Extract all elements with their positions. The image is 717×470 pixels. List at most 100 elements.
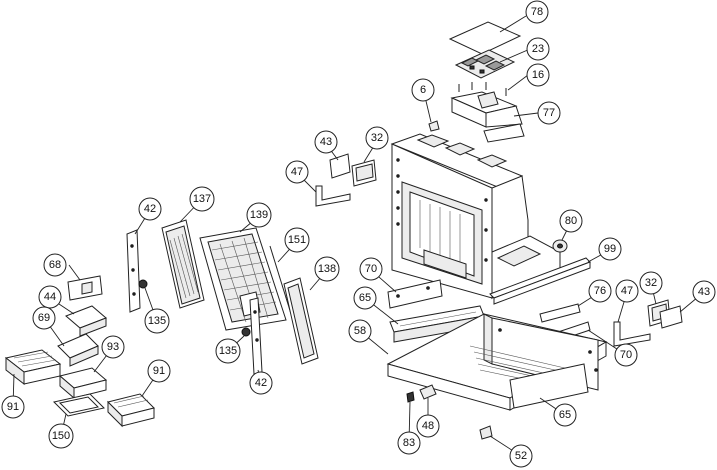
callout-circle — [525, 0, 549, 24]
callout-number: 44 — [44, 291, 56, 303]
callout-circle — [314, 130, 338, 154]
callout-number: 65 — [559, 409, 571, 421]
callout-circle — [365, 126, 389, 150]
callout-47: 47 — [615, 279, 639, 303]
part-48-clip — [419, 384, 437, 400]
callout-number: 16 — [532, 69, 544, 81]
callout-65: 65 — [353, 286, 377, 310]
callout-91: 91 — [1, 395, 25, 419]
callout-circle — [411, 78, 435, 102]
callout-circle — [353, 286, 377, 310]
callout-circle — [692, 280, 716, 304]
callout-number: 99 — [604, 243, 616, 255]
part-6-fitting — [428, 120, 440, 132]
callout-number: 70 — [620, 349, 632, 361]
callout-number: 47 — [291, 166, 303, 178]
callout-circle — [48, 423, 74, 449]
callout-number: 139 — [250, 209, 268, 221]
callout-circle — [285, 160, 309, 184]
callout-circle — [526, 63, 550, 87]
callout-number: 65 — [359, 292, 371, 304]
part-43-panel-left — [329, 153, 351, 179]
part-135-knob-upper — [138, 279, 148, 289]
callout-circle — [246, 202, 272, 228]
callout-circle — [416, 414, 440, 438]
callout-number: 151 — [288, 234, 306, 246]
callout-76: 76 — [588, 279, 612, 303]
callout-circle — [588, 279, 612, 303]
part-135-knob-lower — [241, 327, 251, 337]
cabinet-housing — [390, 133, 561, 300]
callout-42: 42 — [249, 371, 273, 395]
callout-circle — [397, 431, 421, 455]
callout-number: 138 — [318, 263, 336, 275]
callout-number: 68 — [49, 259, 61, 271]
callout-number: 83 — [403, 437, 415, 449]
part-32-bezel-left — [351, 159, 377, 187]
callout-47: 47 — [285, 160, 309, 184]
callout-circle — [526, 37, 550, 61]
callout-43: 43 — [692, 280, 716, 304]
callout-circle — [359, 257, 383, 281]
callout-number: 52 — [515, 450, 527, 462]
callout-circle — [101, 335, 125, 359]
part-16-screws — [458, 82, 507, 96]
part-43-panel-right — [659, 305, 683, 329]
part-99-rail — [489, 257, 591, 305]
callout-number: 135 — [219, 345, 237, 357]
callout-number: 78 — [531, 6, 543, 18]
callout-139: 139 — [246, 202, 272, 228]
callout-52: 52 — [509, 444, 533, 468]
callout-138: 138 — [314, 256, 340, 282]
callout-number: 77 — [543, 107, 555, 119]
callout-number: 69 — [38, 312, 50, 324]
callout-43: 43 — [314, 130, 338, 154]
callout-78: 78 — [525, 0, 549, 24]
callout-number: 93 — [107, 341, 119, 353]
callout-circle — [598, 237, 622, 261]
part-137-side-panel — [161, 219, 205, 309]
part-58-base-pan — [386, 313, 608, 411]
callout-number: 23 — [532, 43, 544, 55]
callout-137: 137 — [189, 186, 215, 212]
part-91-tray-left — [4, 349, 62, 386]
callout-number: 150 — [52, 430, 70, 442]
callout-circle — [615, 279, 639, 303]
callout-circle — [138, 197, 162, 221]
callout-circle — [43, 253, 67, 277]
callout-135: 135 — [215, 338, 241, 364]
part-47-handle-right — [613, 321, 651, 347]
callout-circle — [284, 227, 310, 253]
callout-number: 76 — [594, 285, 606, 297]
part-70-left-rail — [387, 279, 443, 309]
part-80-grommet — [552, 239, 568, 253]
callout-circle — [215, 338, 241, 364]
callout-83: 83 — [397, 431, 421, 455]
part-42-rail-upper — [126, 229, 141, 313]
callout-23: 23 — [526, 37, 550, 61]
leader-lines — [12, 15, 705, 457]
callout-number: 48 — [422, 420, 434, 432]
callout-135: 135 — [144, 308, 170, 334]
callout-69: 69 — [32, 306, 56, 330]
callout-circle — [189, 186, 215, 212]
callout-number: 6 — [420, 84, 426, 96]
callout-number: 43 — [320, 136, 332, 148]
part-78-plate — [448, 21, 522, 55]
callout-circle — [509, 444, 533, 468]
callout-150: 150 — [48, 423, 74, 449]
callout-number: 47 — [621, 285, 633, 297]
callout-number: 135 — [148, 315, 166, 327]
callout-circle — [38, 285, 62, 309]
callout-number: 137 — [193, 193, 211, 205]
callout-number: 58 — [354, 325, 366, 337]
part-47-handle-left — [315, 185, 351, 207]
callout-93: 93 — [101, 335, 125, 359]
callout-number: 91 — [153, 365, 165, 377]
part-150-gasket — [53, 393, 105, 417]
callout-number: 91 — [7, 401, 19, 413]
callout-circle — [559, 209, 583, 233]
